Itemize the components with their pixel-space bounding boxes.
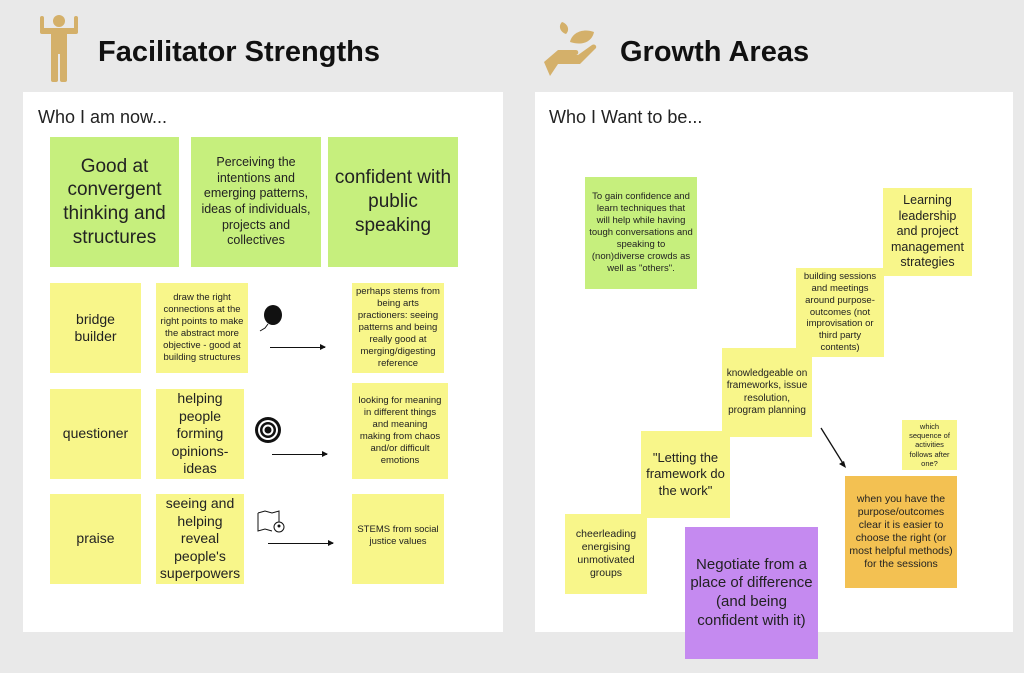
sticky-note[interactable]: cheerleading energising unmotivated grou… bbox=[565, 514, 647, 594]
arrow-connector bbox=[272, 451, 328, 457]
sticky-note[interactable]: praise bbox=[50, 494, 141, 584]
sticky-note[interactable]: when you have the purpose/outcomes clear… bbox=[845, 476, 957, 588]
sticky-note[interactable]: "Letting the framework do the work" bbox=[641, 431, 730, 518]
target-icon bbox=[255, 417, 281, 443]
sticky-note[interactable]: seeing and helping reveal people's super… bbox=[156, 494, 244, 584]
sticky-note[interactable]: building sessions and meetings around pu… bbox=[796, 268, 884, 357]
left-subtitle: Who I am now... bbox=[38, 107, 168, 127]
sticky-note[interactable]: Negotiate from a place of difference (an… bbox=[685, 527, 818, 659]
strong-person-icon bbox=[40, 15, 78, 82]
sticky-note[interactable]: Learning leadership and project manageme… bbox=[883, 188, 972, 276]
sticky-note[interactable]: bridge builder bbox=[50, 283, 141, 373]
sticky-note[interactable]: questioner bbox=[50, 389, 141, 479]
sticky-note[interactable]: To gain confidence and learn techniques … bbox=[585, 177, 697, 289]
sticky-note[interactable]: perhaps stems from being arts practioner… bbox=[352, 283, 444, 373]
sticky-note[interactable]: Good at convergent thinking and structur… bbox=[50, 137, 179, 267]
sticky-note[interactable]: looking for meaning in different things … bbox=[352, 383, 448, 479]
sticky-note[interactable]: knowledgeable on frameworks, issue resol… bbox=[722, 348, 812, 437]
sticky-note[interactable]: helping people forming opinions-ideas bbox=[156, 389, 244, 479]
balloon-icon bbox=[259, 305, 282, 332]
sticky-note[interactable]: which sequence of activities follows aft… bbox=[902, 420, 957, 470]
sticky-note[interactable]: Perceiving the intentions and emerging p… bbox=[191, 137, 321, 267]
arrow-connector bbox=[270, 344, 326, 350]
sticky-note[interactable]: draw the right connections at the right … bbox=[156, 283, 248, 373]
sticky-note[interactable]: STEMS from social justice values bbox=[352, 494, 444, 584]
map-search-icon bbox=[257, 510, 285, 533]
sticky-note[interactable]: confident with public speaking bbox=[328, 137, 458, 267]
left-title: Facilitator Strengths bbox=[98, 36, 380, 68]
arrow-connector bbox=[820, 427, 846, 468]
right-title: Growth Areas bbox=[620, 36, 810, 68]
arrow-connector bbox=[268, 540, 334, 546]
hand-plant-icon bbox=[544, 22, 597, 76]
right-subtitle: Who I Want to be... bbox=[549, 107, 703, 127]
